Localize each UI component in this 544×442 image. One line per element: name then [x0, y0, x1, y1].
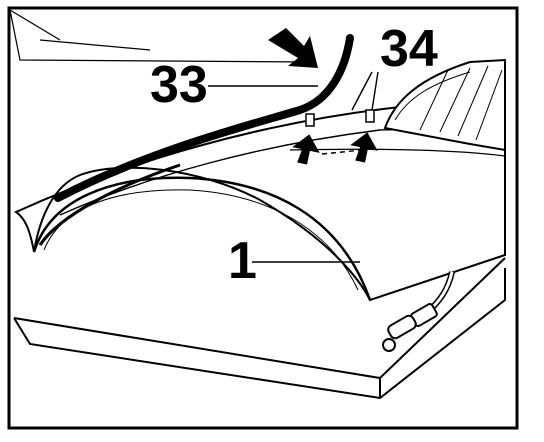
work-surface: [13, 257, 506, 400]
leader-34-right: [371, 71, 379, 111]
callout-34: 34: [380, 20, 438, 78]
clip-slots: [305, 109, 375, 127]
clip-arrow-right: [350, 132, 378, 163]
leader-34-left: [351, 71, 373, 111]
callout-1: 1: [228, 232, 257, 290]
seal-strip: [38, 34, 354, 246]
background-lines: [9, 9, 311, 63]
leader-lines: [208, 71, 379, 263]
callout-33: 33: [150, 56, 208, 114]
insert-arrow: [268, 28, 318, 68]
washer-hose: [382, 271, 455, 352]
guide-dash: [321, 149, 363, 155]
diagram-frame: [7, 6, 519, 430]
clip-arrow-left: [292, 134, 320, 165]
windshield: [383, 58, 506, 152]
